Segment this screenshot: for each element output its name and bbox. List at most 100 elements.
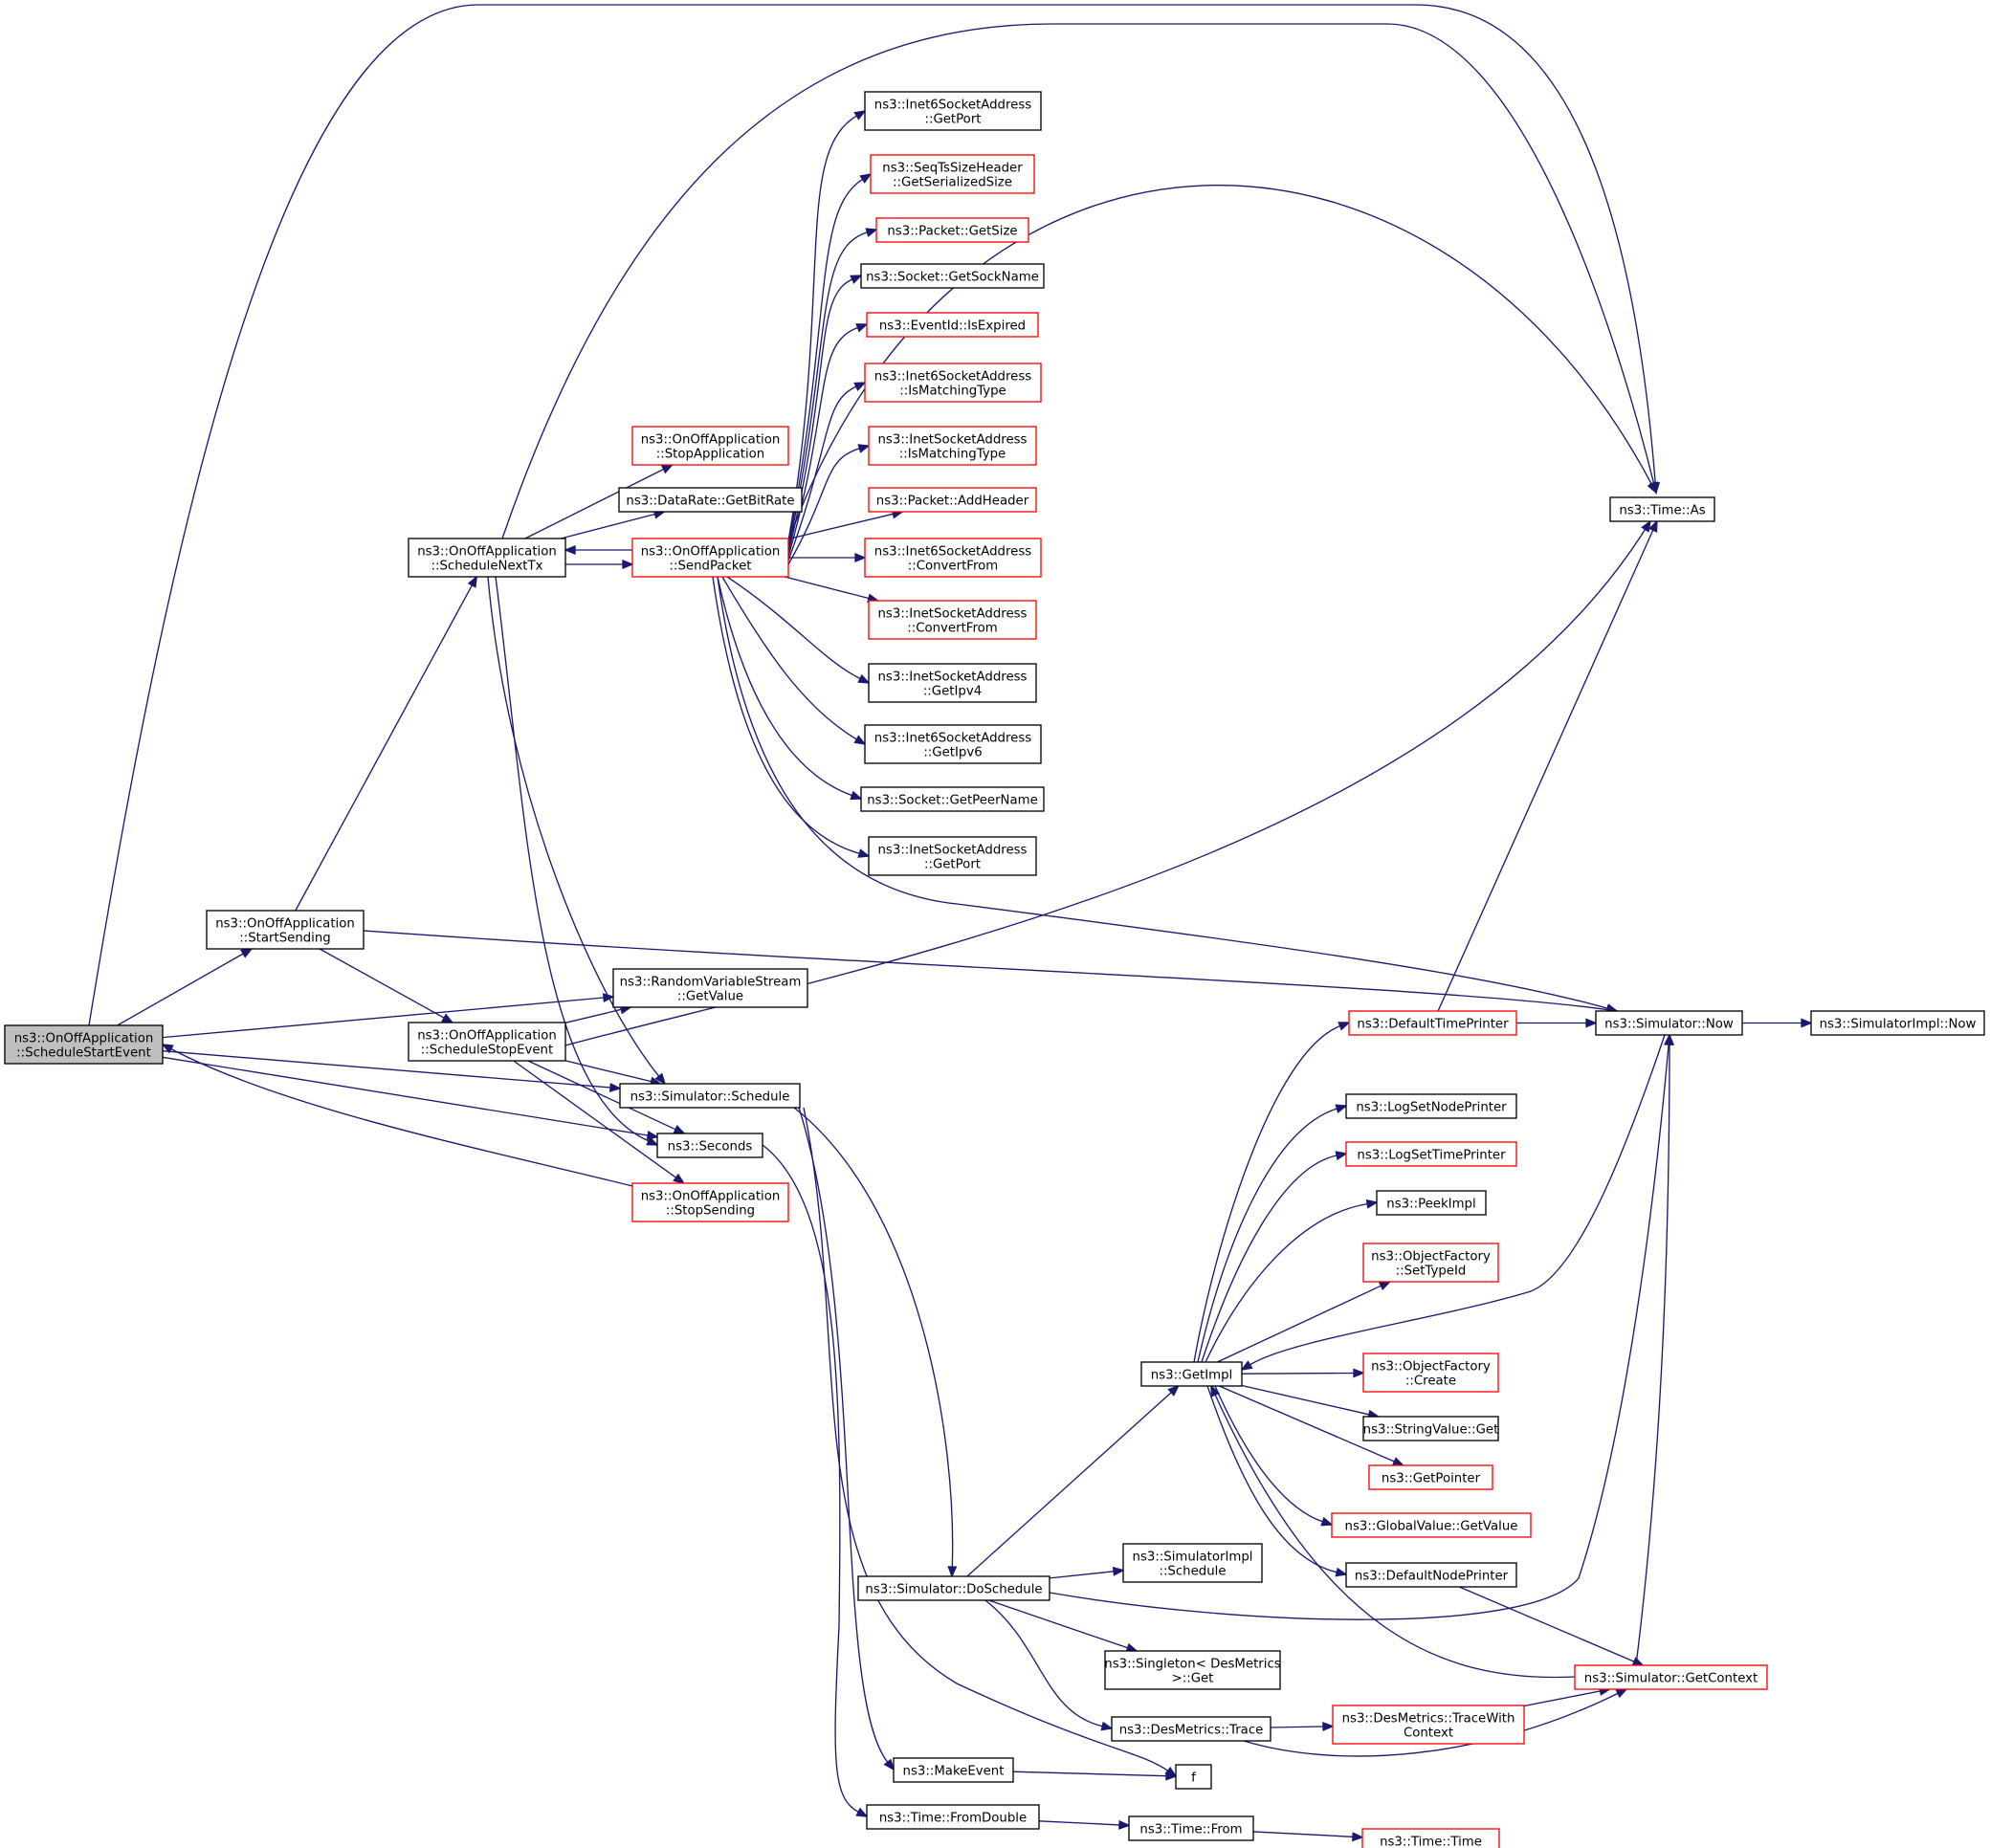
node-implSchedule[interactable]: ns3::SimulatorImpl::Schedule xyxy=(1122,1543,1263,1583)
arrowhead xyxy=(1118,1819,1131,1830)
node-label: ::ConvertFrom xyxy=(907,622,997,636)
node-getBitRate[interactable]: ns3::DataRate::GetBitRate xyxy=(618,487,803,513)
node-seconds[interactable]: ns3::Seconds xyxy=(656,1133,763,1158)
node-implNow[interactable]: ns3::SimulatorImpl::Now xyxy=(1810,1010,1985,1036)
node-getIpv4[interactable]: ns3::InetSocketAddress::GetIpv4 xyxy=(868,663,1037,703)
edge-timeFrom-to-timeTime xyxy=(1252,1831,1364,1842)
arrowhead xyxy=(1335,1567,1348,1577)
arrowhead xyxy=(240,948,254,958)
node-iIsMatching[interactable]: ns3::InetSocketAddress::IsMatchingType xyxy=(868,426,1037,466)
node-label: ::GetIpv6 xyxy=(923,746,982,760)
node-pktGetSize[interactable]: ns3::Packet::GetSize xyxy=(875,217,1029,243)
node-defaultTimePrinter[interactable]: ns3::DefaultTimePrinter xyxy=(1348,1010,1517,1036)
node-box xyxy=(1128,1815,1254,1841)
edge-startSending-to-scheduleNextTx xyxy=(295,575,478,912)
node-box xyxy=(612,968,808,1008)
node-box xyxy=(1609,496,1715,522)
node-logSetNodePrinter[interactable]: ns3::LogSetNodePrinter xyxy=(1345,1093,1517,1119)
node-seqTs[interactable]: ns3::SeqTsSizeHeader::GetSerializedSize xyxy=(870,154,1035,194)
node-ofCreate[interactable]: ns3::ObjectFactory::Create xyxy=(1362,1353,1499,1393)
node-logSetTimePrinter[interactable]: ns3::LogSetTimePrinter xyxy=(1345,1141,1517,1167)
edge-getContext-to-simNow xyxy=(1635,1033,1674,1666)
edge-getImpl-to-gvGetValue xyxy=(1214,1385,1334,1527)
edge-startSending-to-scheduleStopEvent xyxy=(319,948,454,1023)
node-label: ns3::Packet::GetSize xyxy=(887,225,1017,239)
node-box xyxy=(864,363,1042,403)
node-peekImpl[interactable]: ns3::PeekImpl xyxy=(1376,1190,1487,1216)
node-getPeerName[interactable]: ns3::Socket::GetPeerName xyxy=(860,786,1045,812)
node-label: ::Schedule xyxy=(1159,1565,1226,1579)
node-label: ns3::SimulatorImpl::Now xyxy=(1820,1018,1977,1032)
arrowhead xyxy=(161,1044,174,1054)
node-scheduleStopEvent[interactable]: ns3::OnOffApplication::ScheduleStopEvent xyxy=(408,1022,566,1062)
arrowhead xyxy=(883,1758,896,1771)
node-label: ns3::SeqTsSizeHeader xyxy=(882,162,1023,176)
node-label: ns3::Inet6SocketAddress xyxy=(874,732,1032,746)
node-i6IsMatching[interactable]: ns3::Inet6SocketAddress::IsMatchingType xyxy=(864,363,1042,403)
node-getPointer[interactable]: ns3::GetPointer xyxy=(1368,1464,1493,1490)
arrowhead xyxy=(1338,1022,1351,1031)
node-label: ns3::DefaultTimePrinter xyxy=(1357,1018,1509,1032)
node-getImpl[interactable]: ns3::GetImpl xyxy=(1140,1361,1243,1387)
node-addHeader[interactable]: ns3::Packet::AddHeader xyxy=(868,487,1037,513)
node-box xyxy=(864,538,1042,578)
node-getSockName[interactable]: ns3::Socket::GetSockName xyxy=(860,263,1045,289)
node-label: ::StopApplication xyxy=(656,448,765,462)
node-stopSending[interactable]: ns3::OnOffApplication::StopSending xyxy=(631,1182,789,1222)
node-i6ConvertFrom[interactable]: ns3::Inet6SocketAddress::ConvertFrom xyxy=(864,538,1042,578)
node-iGetPort[interactable]: ns3::InetSocketAddress::GetPort xyxy=(868,836,1037,876)
node-startSending[interactable]: ns3::OnOffApplication::StartSending xyxy=(206,910,365,950)
node-setTypeId[interactable]: ns3::ObjectFactory::SetTypeId xyxy=(1362,1243,1499,1283)
node-box xyxy=(866,1804,1040,1830)
arrowhead xyxy=(654,1072,667,1086)
arrowhead xyxy=(1335,1151,1348,1161)
edge-trace-to-traceWith xyxy=(1270,1722,1335,1731)
edge-doSchedule-to-simNow xyxy=(1049,1033,1674,1620)
node-iConvertFrom[interactable]: ns3::InetSocketAddress::ConvertFrom xyxy=(868,600,1037,640)
edge-sendPacket-to-i6GetPort xyxy=(787,110,867,542)
node-label: ns3::Inet6SocketAddress xyxy=(874,545,1032,560)
node-timeFrom[interactable]: ns3::Time::From xyxy=(1128,1815,1254,1841)
node-singleton[interactable]: ns3::Singleton< DesMetrics >::Get xyxy=(1104,1650,1281,1690)
node-label: ns3::InetSocketAddress xyxy=(878,607,1028,622)
arrowhead xyxy=(1585,1018,1598,1028)
node-box xyxy=(631,538,789,578)
arrowhead xyxy=(646,1131,659,1140)
node-box xyxy=(1362,1416,1499,1441)
node-isExpired[interactable]: ns3::EventId::IsExpired xyxy=(866,312,1039,338)
node-doSchedule[interactable]: ns3::Simulator::DoSchedule xyxy=(857,1575,1050,1601)
edge-getImpl-to-stringGet xyxy=(1241,1384,1381,1419)
edge-schedule-to-doSchedule xyxy=(793,1107,958,1578)
arrowhead xyxy=(865,228,878,237)
node-sendPacket[interactable]: ns3::OnOffApplication::SendPacket xyxy=(631,538,789,578)
node-timeAs[interactable]: ns3::Time::As xyxy=(1609,496,1715,522)
node-stopApplication[interactable]: ns3::OnOffApplication::StopApplication xyxy=(631,426,789,466)
node-i6GetPort[interactable]: ns3::Inet6SocketAddress::GetPort xyxy=(864,91,1042,131)
node-label: ns3::GetPointer xyxy=(1382,1472,1481,1486)
edge-getImpl-to-defaultNodePrinter xyxy=(1206,1385,1348,1577)
node-label: ::GetSerializedSize xyxy=(893,176,1012,190)
node-box xyxy=(1332,1705,1525,1745)
node-rvsGetValue[interactable]: ns3::RandomVariableStream::GetValue xyxy=(612,968,808,1008)
node-getContext[interactable]: ns3::Simulator::GetContext xyxy=(1574,1664,1768,1690)
node-trace[interactable]: ns3::DesMetrics::Trace xyxy=(1111,1716,1271,1742)
node-root[interactable]: ns3::OnOffApplication::ScheduleStartEven… xyxy=(4,1024,164,1065)
node-scheduleNextTx[interactable]: ns3::OnOffApplication::ScheduleNextTx xyxy=(408,538,566,578)
node-box xyxy=(860,263,1045,289)
node-stringGet[interactable]: ns3::StringValue::Get xyxy=(1362,1416,1499,1441)
node-makeEvent[interactable]: ns3::MakeEvent xyxy=(893,1757,1014,1783)
edge-sendPacket-to-iGetPort xyxy=(712,576,871,858)
node-box xyxy=(1140,1361,1243,1387)
node-fromDouble[interactable]: ns3::Time::FromDouble xyxy=(866,1804,1040,1830)
node-getIpv6[interactable]: ns3::Inet6SocketAddress::GetIpv6 xyxy=(864,724,1042,764)
arrowhead xyxy=(1801,1018,1813,1028)
node-schedule[interactable]: ns3::Simulator::Schedule xyxy=(619,1083,801,1109)
edge-sendPacket-to-pktGetSize xyxy=(787,228,878,550)
node-defaultNodePrinter[interactable]: ns3::DefaultNodePrinter xyxy=(1345,1562,1517,1588)
node-timeTime[interactable]: ns3::Time::Time xyxy=(1361,1828,1500,1848)
edge-defaultNodePrinter-to-getContext xyxy=(1459,1586,1645,1666)
node-simNow[interactable]: ns3::Simulator::Now xyxy=(1595,1010,1743,1036)
node-gvGetValue[interactable]: ns3::GlobalValue::GetValue xyxy=(1331,1512,1532,1538)
node-f[interactable]: f xyxy=(1175,1764,1212,1790)
